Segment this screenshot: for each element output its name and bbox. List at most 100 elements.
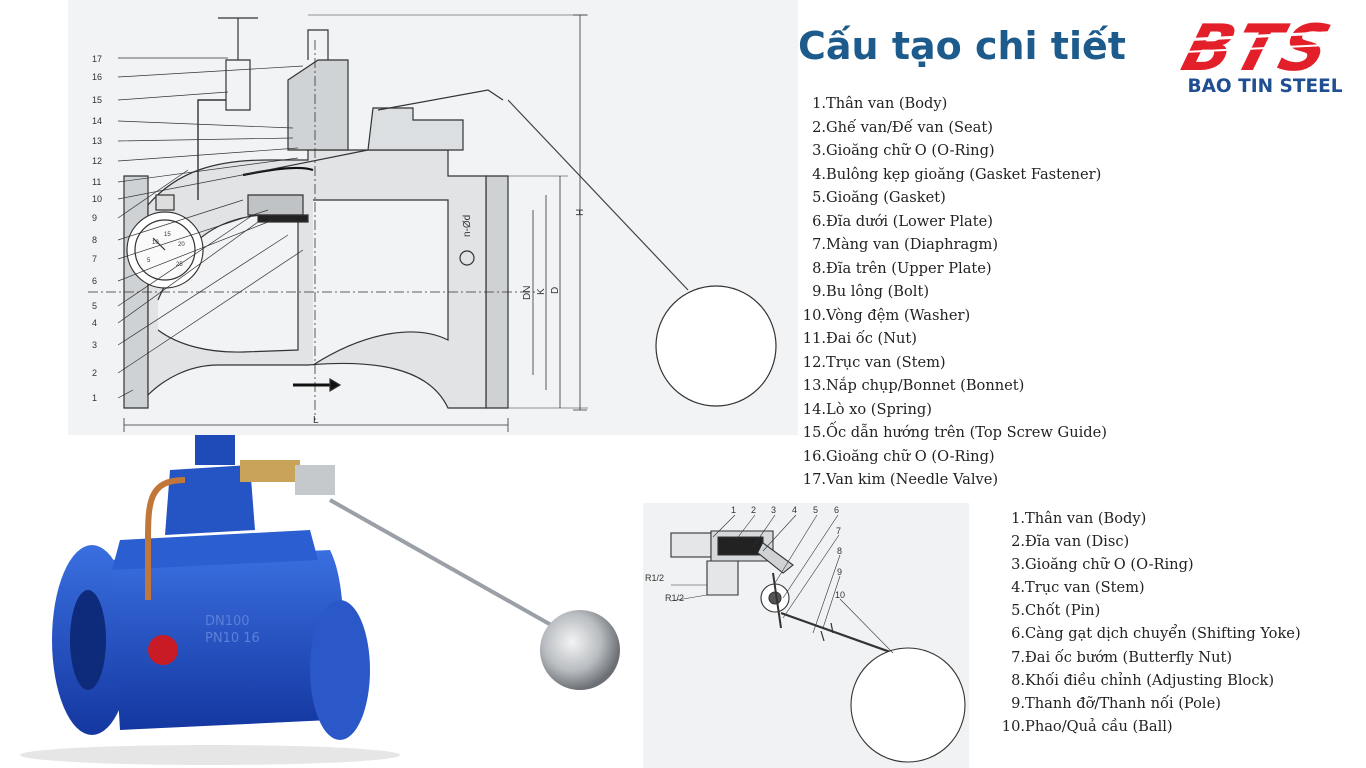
gauge-tick-label: 5: [147, 258, 151, 264]
part-item: 3.Gioăng chữ O (O-Ring): [798, 139, 1107, 163]
brand-name: BAO TIN STEEL: [1187, 76, 1343, 97]
part-label: Thanh đỡ/Thanh nối (Pole): [1025, 694, 1221, 712]
part-item: 11.Đai ốc (Nut): [798, 327, 1107, 351]
part-label: Lò xo (Spring): [826, 400, 932, 418]
part-label: Trục van (Stem): [826, 353, 946, 371]
part-item: 5.Gioăng (Gasket): [798, 186, 1107, 210]
part-number: 13.: [802, 377, 826, 394]
callout-number: 8: [92, 235, 97, 245]
page-title: Cấu tạo chi tiết: [798, 24, 1126, 68]
part-label: Đai ốc bướm (Butterfly Nut): [1025, 648, 1233, 666]
part-item: 13.Nắp chụp/Bonnet (Bonnet): [798, 374, 1107, 398]
part-label: Thân van (Body): [1025, 510, 1147, 527]
callout-number: 3: [92, 340, 97, 350]
part-label: Trục van (Stem): [1025, 579, 1145, 597]
dim-l-label: L: [313, 415, 319, 426]
callout-number: 6: [92, 276, 97, 286]
float-callout-number: 10: [835, 590, 845, 600]
part-item: 10.Phao/Quả cầu (Ball): [998, 715, 1301, 738]
part-label: Đai ốc (Nut): [826, 330, 917, 347]
part-number: 9.: [812, 283, 826, 300]
part-item: 14.Lò xo (Spring): [798, 398, 1107, 422]
part-number: 7.: [812, 236, 826, 253]
callout-number: 7: [92, 254, 97, 264]
part-label: Ốc dẫn hướng trên (Top Screw Guide): [826, 424, 1107, 441]
part-number: 17.: [802, 471, 826, 488]
part-number: 3.: [1011, 556, 1025, 574]
part-number: 14.: [802, 400, 826, 418]
callout-number: 14: [92, 116, 102, 126]
part-number: 8.: [812, 259, 826, 277]
callout-number: 4: [92, 318, 97, 328]
callout-number: 9: [92, 213, 97, 223]
thread-label-top: R1/2: [645, 573, 664, 583]
part-item: 6.Càng gạt dịch chuyển (Shifting Yoke): [998, 622, 1301, 645]
part-item: 1.Thân van (Body): [998, 507, 1301, 530]
part-item: 6.Đĩa dưới (Lower Plate): [798, 210, 1107, 234]
gauge-tick-label: 20: [178, 242, 185, 248]
part-number: 1.: [812, 95, 826, 112]
part-item: 1.Thân van (Body): [798, 92, 1107, 116]
bts-logo-mark: BTS: [1174, 11, 1349, 86]
float-callout-number: 8: [837, 546, 842, 556]
part-number: 15.: [802, 424, 826, 441]
callout-number: 13: [92, 136, 102, 146]
part-number: 10.: [1001, 717, 1025, 735]
part-item: 7.Màng van (Diaphragm): [798, 233, 1107, 257]
callout-number: 5: [92, 301, 97, 311]
part-label: Gioăng (Gasket): [826, 189, 946, 206]
dim-k-label: K: [536, 288, 547, 295]
part-number: 16.: [802, 447, 826, 465]
bolt-hole-label: n-Ød: [462, 215, 473, 237]
part-label: Gioăng chữ O (O-Ring): [826, 447, 995, 465]
callout-number: 12: [92, 156, 102, 166]
float-callout-number: 1: [731, 505, 736, 515]
float-callout-number: 4: [792, 505, 797, 515]
valve-photo: DN100 PN10 16: [0, 430, 640, 768]
part-item: 16.Gioăng chữ O (O-Ring): [798, 445, 1107, 469]
part-number: 3.: [812, 142, 826, 159]
float-callout-number: 9: [837, 567, 842, 577]
thread-label-bottom: R1/2: [665, 593, 684, 603]
part-number: 2.: [812, 118, 826, 136]
valve-photo-illustration: DN100 PN10 16: [20, 435, 620, 765]
cast-text-pressure: PN10 16: [205, 631, 260, 646]
gauge-tick-label: 25: [176, 262, 183, 268]
part-item: 8.Đĩa trên (Upper Plate): [798, 257, 1107, 281]
float-callout-number: 5: [813, 505, 818, 515]
part-label: Càng gạt dịch chuyển (Shifting Yoke): [1025, 625, 1301, 643]
callout-number: 1: [92, 393, 97, 403]
part-item: 2.Ghế van/Đế van (Seat): [798, 116, 1107, 140]
part-number: 1.: [1011, 510, 1025, 527]
part-number: 12.: [802, 353, 826, 371]
float-callout-number: 3: [771, 505, 776, 515]
part-label: Chốt (Pin): [1025, 602, 1101, 620]
part-label: Gioăng chữ O (O-Ring): [1025, 556, 1194, 574]
part-number: 11.: [802, 330, 826, 347]
part-number: 8.: [1011, 671, 1025, 689]
part-item: 3.Gioăng chữ O (O-Ring): [998, 553, 1301, 576]
part-number: 6.: [1011, 625, 1025, 643]
dim-h-label: H: [575, 209, 586, 216]
part-label: Màng van (Diaphragm): [826, 236, 999, 253]
float-callout-number: 6: [834, 505, 839, 515]
part-number: 6.: [812, 212, 826, 230]
part-item: 4.Trục van (Stem): [998, 576, 1301, 599]
part-label: Nắp chụp/Bonnet (Bonnet): [826, 377, 1025, 394]
callout-number: 15: [92, 95, 102, 105]
part-number: 5.: [812, 189, 826, 206]
part-item: 2.Đĩa van (Disc): [998, 530, 1301, 553]
cast-text-size: DN100: [205, 614, 250, 629]
callout-number: 2: [92, 368, 97, 378]
part-label: Gioăng chữ O (O-Ring): [826, 142, 995, 159]
part-label: Bulông kẹp gioăng (Gasket Fastener): [826, 165, 1102, 183]
dim-dn-label: DN: [522, 286, 533, 300]
main-parts-list: 1.Thân van (Body)2.Ghế van/Đế van (Seat)…: [798, 92, 1107, 492]
part-label: Van kim (Needle Valve): [826, 471, 999, 488]
part-label: Phao/Quả cầu (Ball): [1025, 717, 1173, 735]
part-number: 10.: [802, 306, 826, 324]
part-label: Khối điều chỉnh (Adjusting Block): [1025, 671, 1275, 689]
float-callout-number: 2: [751, 505, 756, 515]
